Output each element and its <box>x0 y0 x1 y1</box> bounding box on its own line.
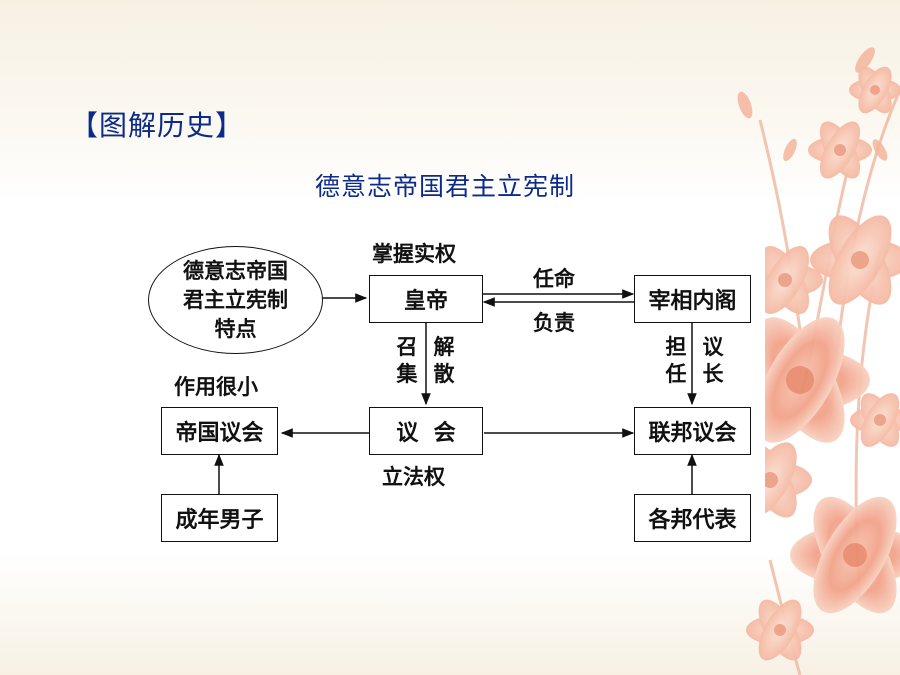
responsible-label: 负责 <box>533 311 575 335</box>
legislative-label: 立法权 <box>382 465 445 489</box>
features-line-3: 特点 <box>214 316 257 341</box>
emperor-power-label: 掌握实权 <box>372 242 456 266</box>
features-line-2: 君主立宪制 <box>183 287 288 312</box>
federal-council-box: 联邦议会 <box>634 407 751 455</box>
reichstag-note: 作用很小 <box>174 375 258 399</box>
features-oval: 德意志帝国 君主立宪制 特点 <box>148 246 323 354</box>
adult-males-box: 成年男子 <box>161 494 278 542</box>
convene-label: 召集 <box>396 335 418 386</box>
appoint-label: 任命 <box>533 267 575 291</box>
state-reps-box: 各邦代表 <box>634 494 751 542</box>
parliament-box: 议 会 <box>369 407 483 455</box>
chair-label: 议长 <box>702 335 724 386</box>
section-heading: 【图解历史】 <box>70 109 245 142</box>
cabinet-box: 宰相内阁 <box>634 275 751 323</box>
dissolve-label: 解散 <box>433 335 455 386</box>
emperor-box: 皇帝 <box>369 275 483 323</box>
diagram-title: 德意志帝国君主立宪制 <box>314 172 575 201</box>
serve-label: 担任 <box>665 335 687 386</box>
features-line-1: 德意志帝国 <box>183 258 288 283</box>
reichstag-box: 帝国议会 <box>161 407 278 455</box>
